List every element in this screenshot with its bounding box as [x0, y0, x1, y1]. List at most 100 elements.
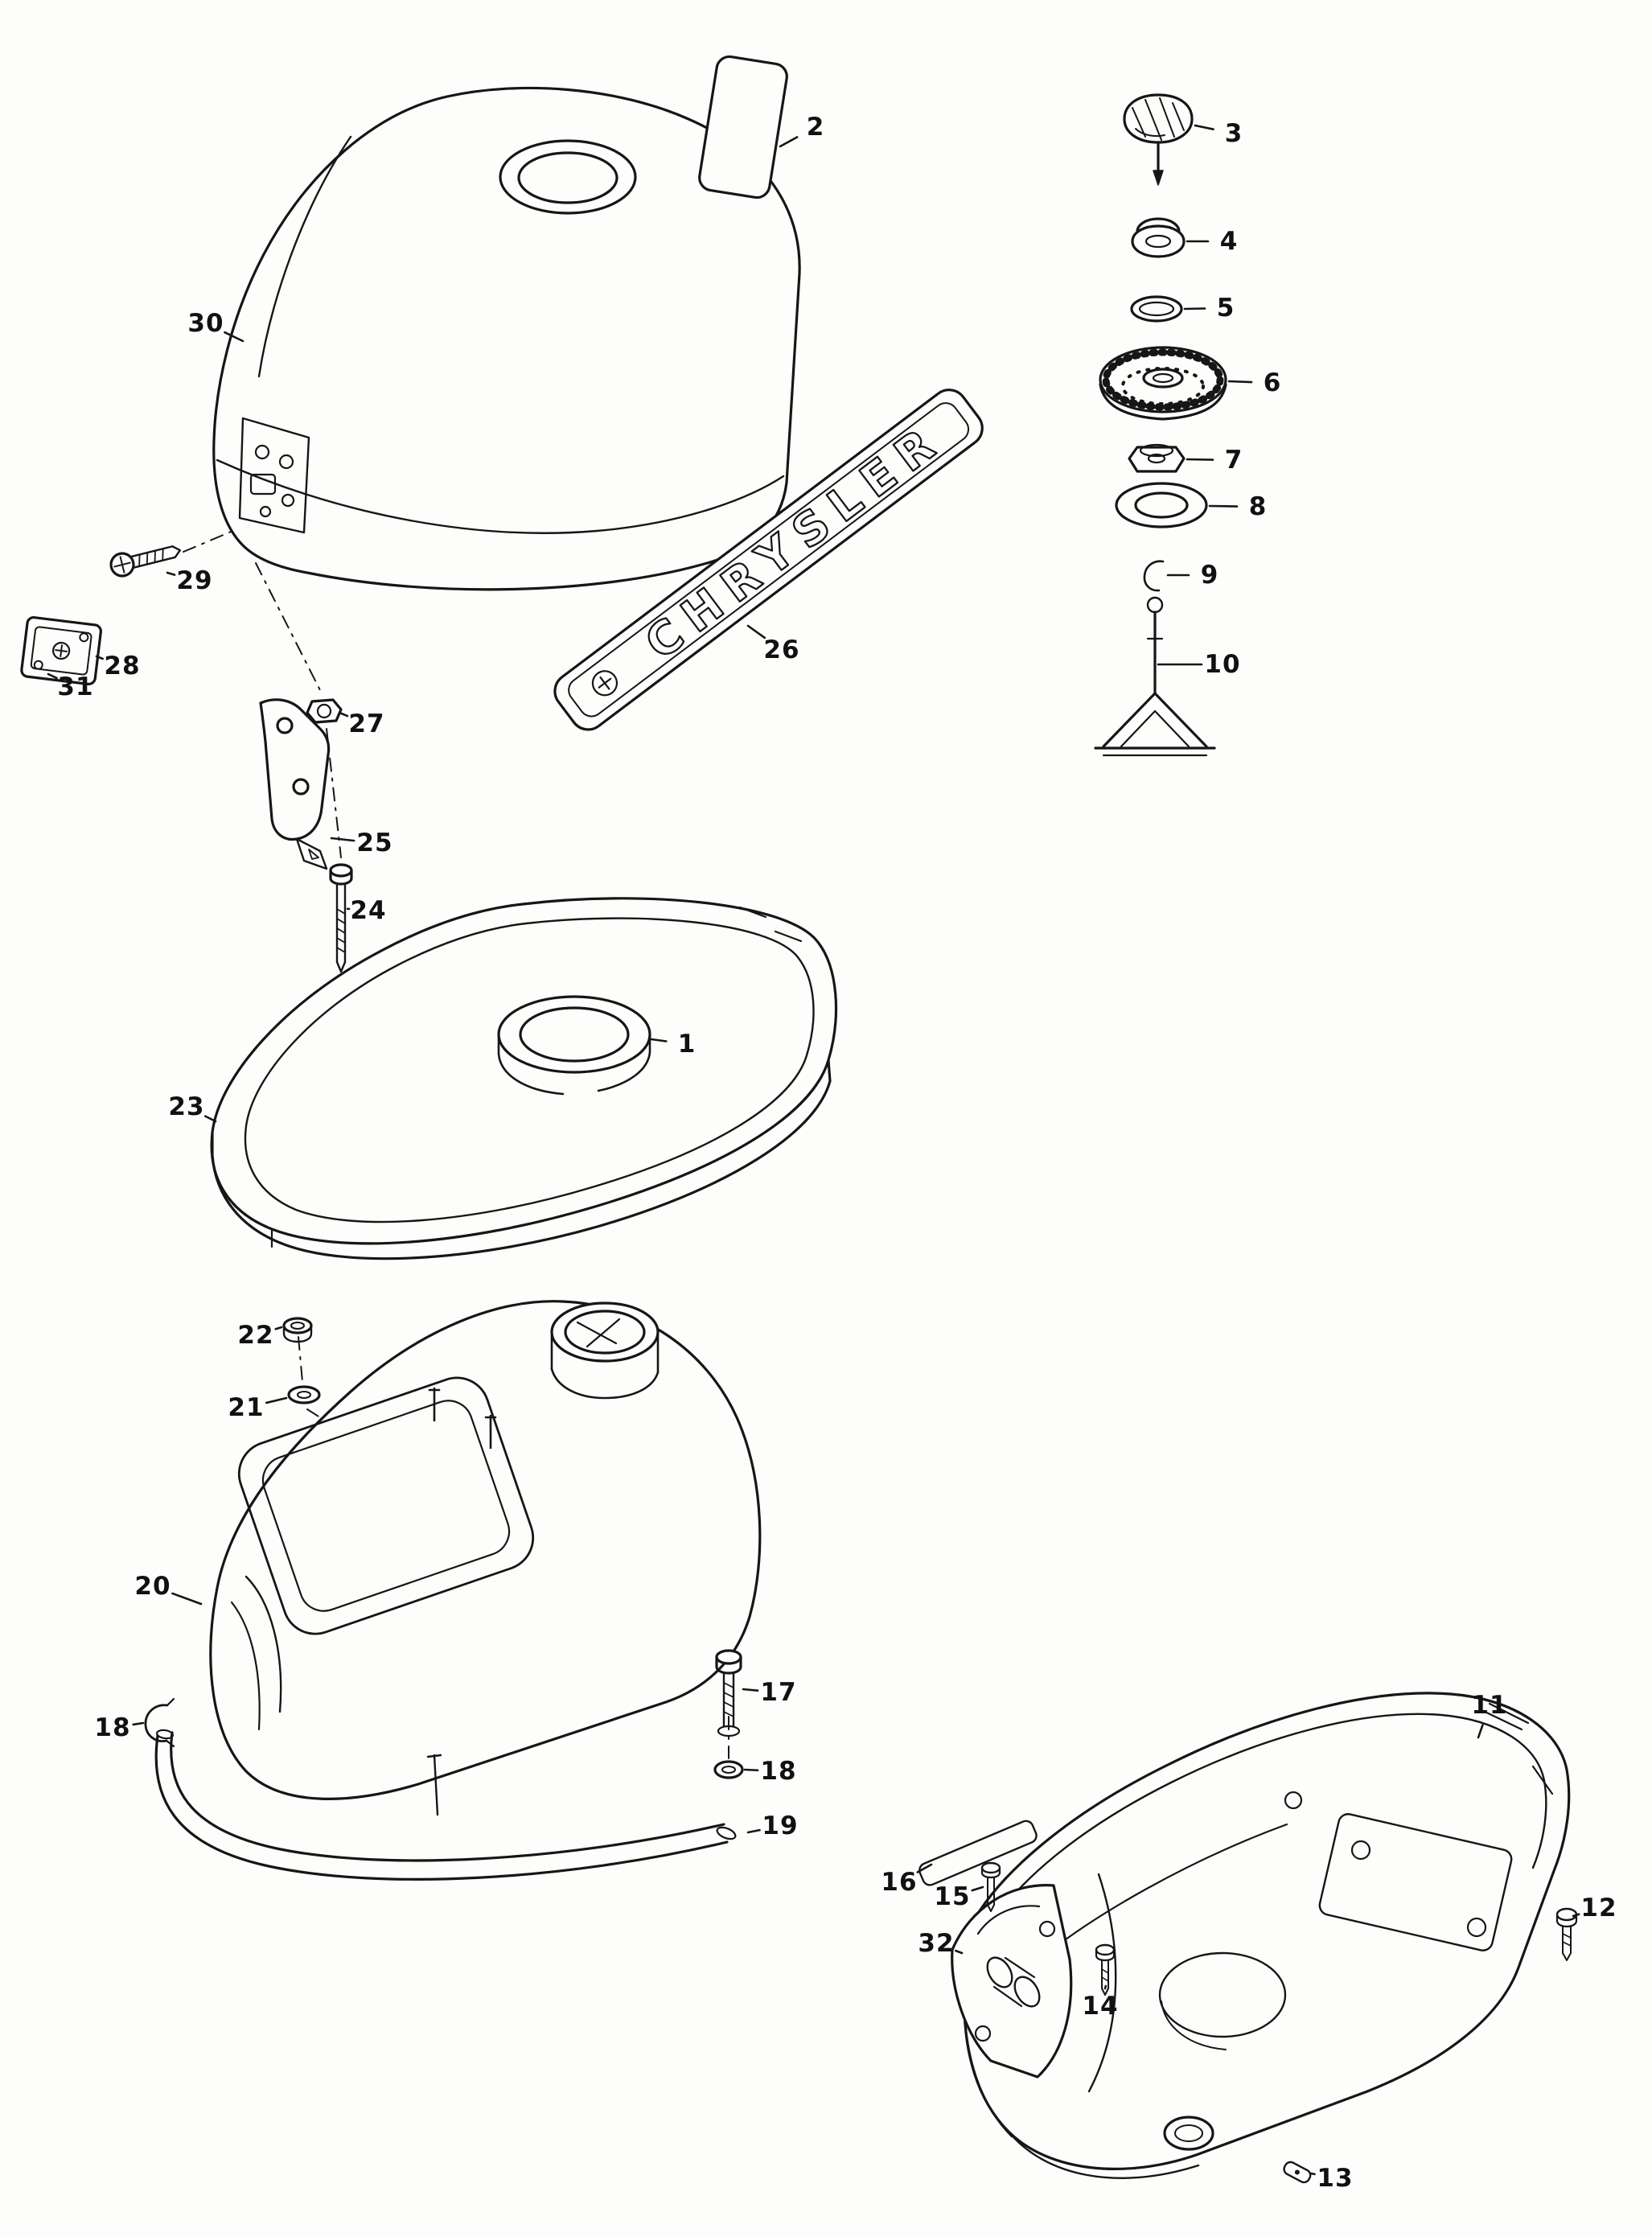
callout-3: 3 — [1224, 119, 1243, 148]
leader-line-22 — [274, 1326, 283, 1330]
callout-11: 11 — [1471, 1691, 1508, 1720]
screw-29 — [109, 545, 182, 578]
leader-line-13 — [1309, 2172, 1316, 2176]
callout-2: 2 — [806, 113, 825, 142]
leader-line-20 — [171, 1592, 203, 1606]
callout-4: 4 — [1219, 227, 1239, 256]
drain-tube-19 — [154, 1729, 737, 1881]
bracket-25 — [259, 698, 331, 870]
leader-line-21 — [265, 1396, 288, 1404]
callout-15: 15 — [934, 1882, 971, 1911]
nut-22 — [282, 1317, 313, 1343]
lower-cowl-20 — [209, 1300, 762, 1816]
leader-line-19 — [746, 1828, 761, 1834]
leader-line-26 — [746, 624, 766, 639]
callout-26: 26 — [763, 635, 800, 664]
decal-blank — [698, 55, 788, 199]
leader-line-23 — [203, 1115, 217, 1123]
callout-8: 8 — [1248, 492, 1268, 521]
plate-screw-31 — [33, 660, 43, 670]
leader-line-17 — [742, 1688, 759, 1692]
bolt-14 — [1095, 1943, 1116, 1996]
leader-line-11 — [1477, 1724, 1484, 1739]
leader-line-15 — [971, 1885, 984, 1892]
callout-24: 24 — [350, 896, 387, 925]
powerhead-opening — [237, 1376, 535, 1635]
callout-21: 21 — [228, 1393, 265, 1422]
leader-line-1 — [650, 1038, 668, 1042]
leader-line-7 — [1186, 458, 1214, 461]
fuel-cap — [1123, 93, 1194, 186]
anchor-stand-10 — [1094, 596, 1216, 757]
plate-28 — [20, 615, 102, 686]
callout-17: 17 — [760, 1678, 797, 1707]
nut-7 — [1128, 443, 1186, 473]
callout-10: 10 — [1204, 650, 1241, 679]
leader-line-6 — [1227, 380, 1253, 384]
mount-plate — [1318, 1813, 1513, 1951]
leader-line-32 — [955, 1949, 964, 1955]
callout-20: 20 — [134, 1572, 171, 1601]
callout-19: 19 — [762, 1811, 799, 1840]
pin-13 — [1283, 2161, 1312, 2184]
top-cowl — [212, 86, 801, 591]
washer-18-right — [713, 1760, 744, 1779]
leader-line-3 — [1194, 124, 1214, 130]
callout-13: 13 — [1317, 2164, 1354, 2193]
callout-12: 12 — [1580, 1894, 1617, 1922]
callout-28: 28 — [104, 652, 141, 681]
leader-line-28 — [95, 655, 104, 660]
callout-27: 27 — [348, 709, 385, 738]
leader-line-31 — [47, 672, 58, 680]
washer-21 — [287, 1385, 321, 1404]
bolt-24 — [329, 863, 353, 973]
leader-line-29 — [166, 571, 176, 576]
leader-line-30 — [224, 331, 245, 343]
callout-30: 30 — [187, 309, 224, 338]
callout-6: 6 — [1263, 368, 1282, 397]
cap-4 — [1131, 217, 1186, 258]
callout-32: 32 — [918, 1929, 955, 1958]
washer-8 — [1115, 482, 1208, 528]
decal-emblem-icon — [591, 670, 618, 697]
nut-27 — [306, 698, 343, 724]
callout-22: 22 — [237, 1321, 274, 1350]
leader-line-25 — [330, 837, 355, 842]
callout-16: 16 — [881, 1868, 918, 1897]
callout-14: 14 — [1082, 1992, 1119, 2021]
lower-pin — [426, 1754, 442, 1816]
leader-line-8 — [1208, 504, 1239, 508]
callout-18: 18 — [94, 1713, 131, 1742]
emblem-recess — [1163, 2116, 1214, 2151]
leader-line-2 — [779, 136, 799, 148]
driveshaft-hole — [1158, 1951, 1287, 2038]
carb-collar — [550, 1301, 660, 1400]
callout-31: 31 — [57, 672, 94, 701]
stud — [428, 1387, 441, 1422]
callout-29: 29 — [176, 566, 213, 595]
callout-7: 7 — [1224, 446, 1243, 475]
callout-18: 18 — [760, 1757, 797, 1786]
screw-15 — [980, 1861, 1001, 1912]
stud — [484, 1414, 497, 1450]
cowl-front-panel — [238, 417, 310, 534]
callout-5: 5 — [1216, 294, 1235, 323]
decal-16 — [918, 1820, 1038, 1886]
screw-12 — [1555, 1907, 1578, 1961]
ring-1 — [497, 995, 651, 1096]
leader-line-16 — [916, 1863, 933, 1873]
o-ring-5 — [1130, 295, 1183, 323]
callout-23: 23 — [168, 1092, 205, 1121]
knurled-wheel-6 — [1099, 346, 1227, 421]
support-tray-23 — [210, 897, 838, 1260]
callout-9: 9 — [1200, 561, 1219, 590]
bracket-32 — [951, 1884, 1073, 2079]
callout-1: 1 — [677, 1030, 697, 1059]
bottom-cowl-11 — [963, 1692, 1571, 2179]
leader-line-27 — [338, 711, 349, 718]
leader-line-18 — [132, 1721, 145, 1726]
